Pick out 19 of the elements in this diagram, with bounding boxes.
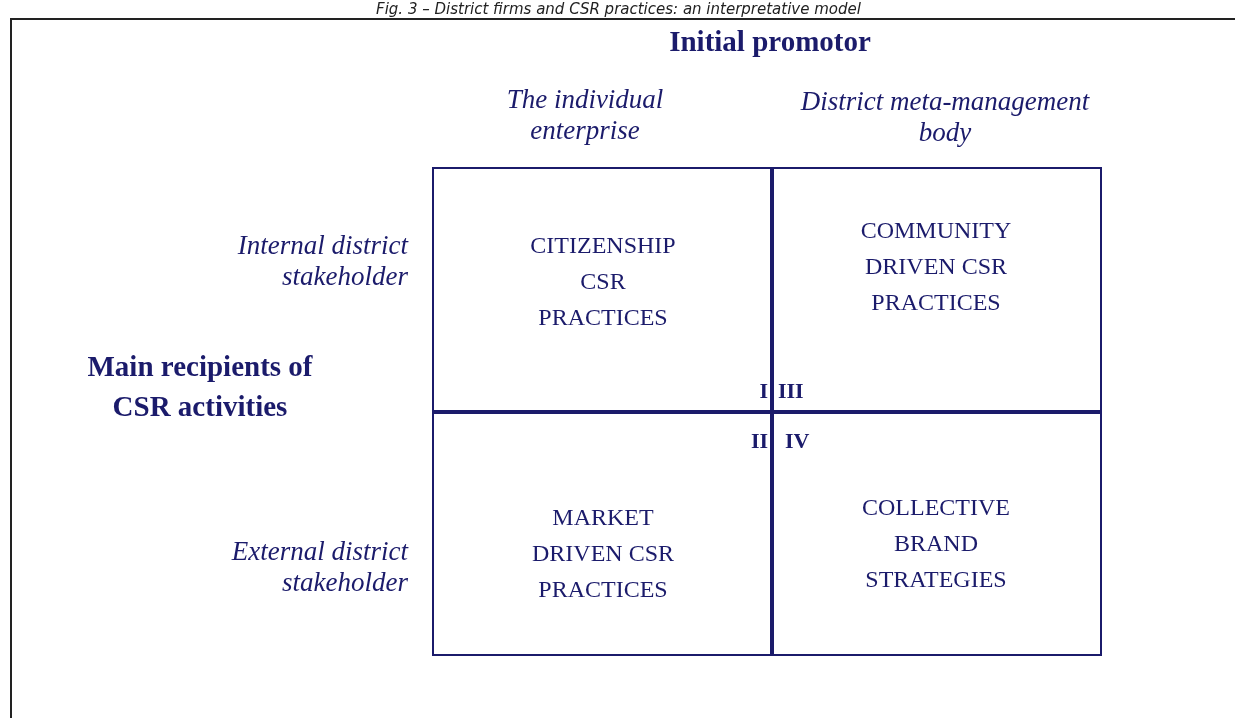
matrix-cell — [432, 167, 774, 414]
matrix-cell — [770, 167, 1102, 414]
figure-caption: Fig. 3 – District firms and CSR practices: an interpretative model — [375, 0, 862, 18]
quadrant-number: III — [778, 378, 805, 404]
matrix-cell — [770, 410, 1102, 656]
quadrant-label: MARKET DRIVEN CSR PRACTICES — [531, 503, 675, 604]
quadrant-label: COLLECTIVE BRAND STRATEGIES — [861, 493, 1011, 594]
column-header: The individual enterprise — [505, 84, 665, 146]
quadrant-number: I — [758, 378, 768, 404]
quadrant-label: COMMUNITY DRIVEN CSR PRACTICES — [859, 215, 1013, 317]
matrix-cell — [432, 410, 774, 656]
row-header: External district stakeholder — [230, 536, 408, 598]
quadrant-number: II — [749, 428, 768, 454]
axis-title: Main recipients of CSR activities — [86, 349, 314, 424]
quadrant-number: IV — [785, 428, 811, 454]
column-header: District meta-management body — [799, 86, 1091, 148]
row-header: Internal district stakeholder — [236, 230, 408, 292]
quadrant-label: CITIZENSHIP CSR PRACTICES — [529, 230, 677, 332]
axis-title: Initial promotor — [668, 25, 872, 58]
